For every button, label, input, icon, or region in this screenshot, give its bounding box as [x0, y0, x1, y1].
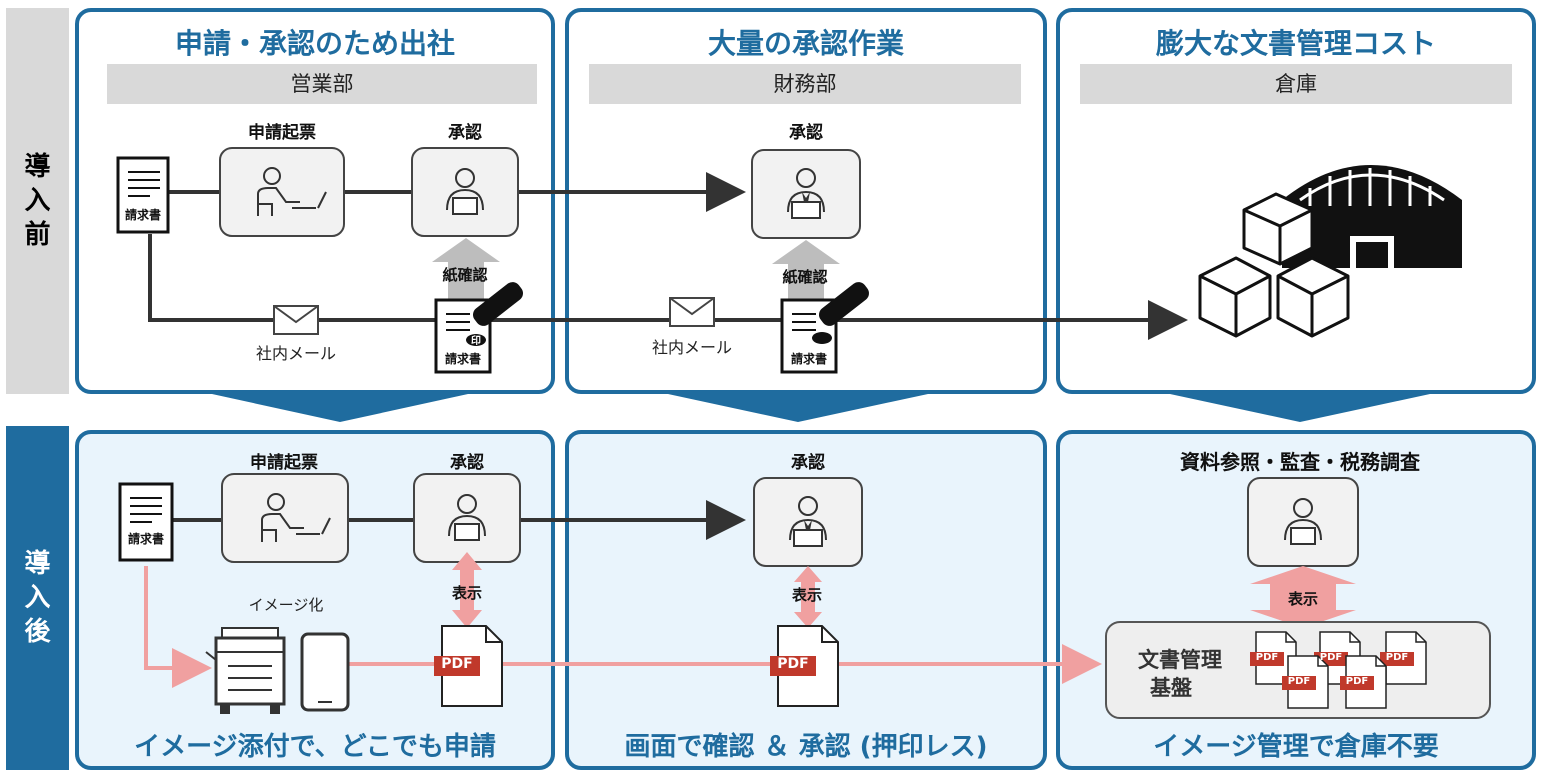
pdf-badge-label: PDF [1287, 676, 1311, 687]
panel-title: 大量の承認作業 [707, 27, 904, 60]
label-display: 表示 [451, 584, 482, 602]
panel-title: イメージ添付で、どこでも申請 [134, 732, 496, 762]
label-imaging: イメージ化 [248, 596, 324, 614]
pdf-badge-label: PDF [1345, 676, 1369, 687]
stamp-icon [780, 282, 869, 374]
label-internal-mail: 社内メール [651, 338, 732, 357]
label-draft: 申請起票 [248, 123, 316, 143]
label-invoice: 請求書 [444, 352, 481, 366]
pdf-badge-label: PDF [441, 656, 473, 672]
pink-double-arrow [452, 552, 1356, 628]
panel-title: 画面で確認 ＆ 承認 (押印レス) [624, 732, 988, 762]
label-approve: 承認 [448, 123, 482, 143]
label-approve: 承認 [450, 453, 484, 473]
label-approve: 承認 [791, 453, 825, 473]
label-reference: 資料参照・監査・税務調査 [1180, 450, 1420, 474]
pdf-badge-label: PDF [1385, 652, 1409, 663]
pdf-badge-label: PDF [777, 656, 809, 672]
label-paper-check: 紙確認 [442, 266, 488, 284]
label-invoice: 請求書 [124, 208, 161, 222]
panel-title: 膨大な文書管理コスト [1155, 27, 1436, 60]
pdf-badge-label: PDF [1255, 652, 1279, 663]
label-invoice: 請求書 [127, 532, 164, 546]
dept-label: 営業部 [107, 64, 537, 104]
warehouse-icon [1282, 165, 1462, 268]
dept-label: 財務部 [589, 64, 1021, 104]
panel-title: イメージ管理で倉庫不要 [1153, 732, 1439, 762]
boxes-icon [1198, 192, 1350, 338]
label-platform: 文書管理 基盤 [1120, 646, 1240, 702]
label-internal-mail: 社内メール [255, 344, 336, 363]
chevron-down-icon [1170, 394, 1430, 422]
copier-icon [205, 627, 286, 714]
envelope-icon [273, 305, 319, 335]
gray-up-arrow [432, 238, 500, 300]
stamp-icon [434, 282, 523, 374]
label-platform-line1: 文書管理 [1138, 648, 1222, 672]
label-paper-check: 紙確認 [782, 268, 828, 286]
panel-title: 申請・承認のため出社 [174, 27, 455, 60]
document-icon [116, 156, 170, 234]
label-platform-line2: 基盤 [1150, 676, 1192, 700]
envelope-icon [669, 297, 715, 327]
dept-label: 倉庫 [1080, 64, 1512, 104]
document-icon [118, 482, 174, 562]
label-invoice: 請求書 [790, 352, 827, 366]
stamp-seal-label: 印 [471, 336, 481, 347]
chevron-down-icon [212, 394, 468, 422]
label-approve: 承認 [789, 123, 823, 143]
gray-up-arrow [772, 240, 840, 300]
before-side-label: 導入前 [6, 8, 69, 394]
chevron-down-icon [668, 394, 928, 422]
tablet-icon [300, 632, 350, 712]
label-draft: 申請起票 [250, 453, 318, 473]
pdf-badge-label: PDF [1319, 652, 1343, 663]
label-display: 表示 [791, 586, 822, 604]
label-display: 表示 [1287, 590, 1318, 608]
after-side-label: 導入後 [6, 426, 69, 770]
